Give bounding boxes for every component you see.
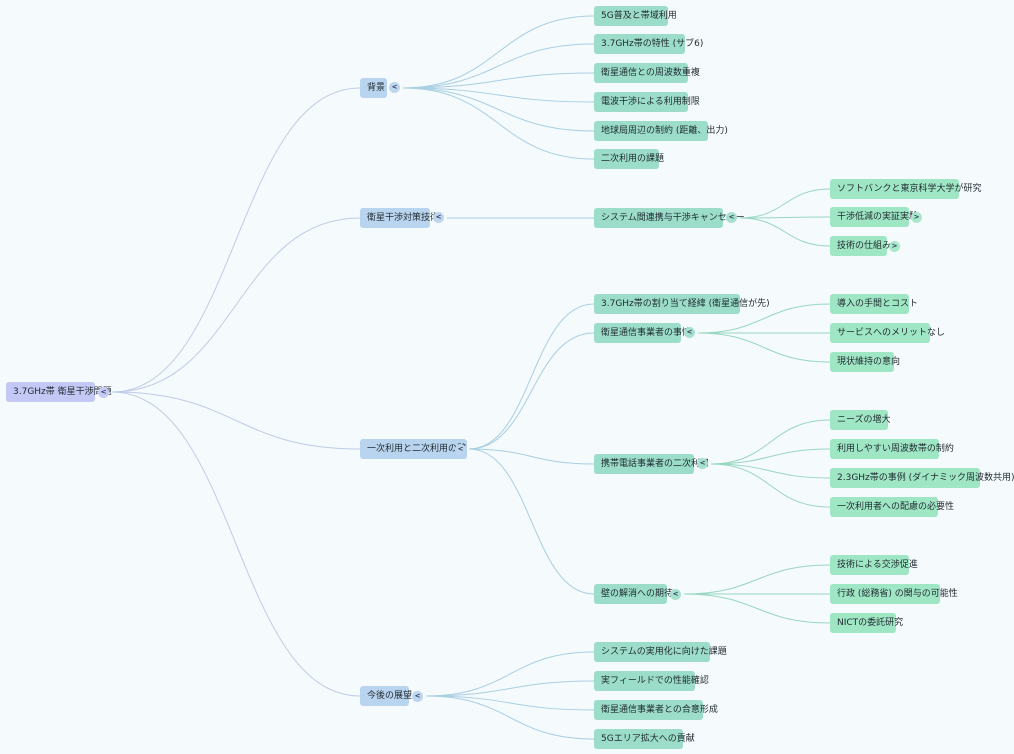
leaf-node[interactable]: 行政 (総務省) の関与の可能性 [830, 584, 958, 604]
collapse-toggle-icon[interactable]: < [433, 212, 444, 223]
collapse-toggle-icon[interactable]: < [670, 589, 681, 600]
connector-edge [683, 564, 831, 595]
mindmap-root-node[interactable]: 3.7GHz帯 衛星干渉問題 [6, 382, 112, 402]
branch-node-primary-secondary-wall[interactable]: 一次利用と二次利用の壁 [360, 439, 467, 459]
leaf-node[interactable]: 技術の仕組み [830, 236, 891, 256]
branch-node-future-outlook[interactable]: 今後の展望 [360, 686, 412, 706]
connector-edge [402, 87, 595, 103]
sub-branch-node[interactable]: システム間連携与干渉キャンセラー [594, 208, 745, 228]
leaf-node[interactable]: 地球局周辺の制約 (距離、出力) [594, 121, 728, 141]
leaf-node[interactable]: 技術による交渉促進 [830, 555, 918, 575]
leaf-node[interactable]: ニーズの増大 [830, 410, 891, 430]
connector-edge [425, 695, 595, 711]
connector-edge [402, 72, 595, 89]
connector-edge [468, 332, 595, 450]
leaf-node[interactable]: システムの実用化に向けた課題 [594, 642, 727, 662]
connector-edge [425, 695, 595, 740]
connector-edge [710, 448, 831, 465]
connector-edge [739, 188, 831, 219]
connector-edge [425, 680, 595, 697]
connector-edge [402, 87, 595, 160]
connector-edge [710, 463, 831, 479]
leaf-node[interactable]: 3.7GHz帯の特性 (サブ6) [594, 34, 703, 54]
connector-edge [111, 217, 361, 393]
connector-edge [402, 87, 595, 132]
leaf-node[interactable]: 3.7GHz帯の割り当て経緯 (衛星通信が先) [594, 294, 770, 314]
branch-node-background[interactable]: 背景 [360, 78, 387, 98]
connector-edge [425, 651, 595, 697]
collapse-toggle-icon[interactable]: < [726, 212, 737, 223]
connector-edge [683, 593, 831, 624]
connector-edge [710, 463, 831, 508]
connector-edge [710, 419, 831, 465]
leaf-node[interactable]: 現状維持の意向 [830, 352, 900, 372]
collapse-toggle-icon[interactable]: < [455, 444, 466, 455]
connector-edge [111, 87, 361, 393]
connector-edge [739, 217, 831, 247]
leaf-node[interactable]: 衛星通信との周波数重複 [594, 63, 700, 83]
leaf-node[interactable]: NICTの委託研究 [830, 613, 903, 633]
connector-edge [697, 303, 831, 334]
collapse-toggle-icon[interactable]: < [389, 82, 400, 93]
connector-edge [402, 43, 595, 89]
leaf-node[interactable]: 電波干渉による利用制限 [594, 92, 700, 112]
connector-edge [468, 448, 595, 595]
collapse-toggle-icon[interactable]: < [412, 691, 423, 702]
leaf-node[interactable]: 実フィールドでの性能確認 [594, 671, 709, 691]
connector-edge [468, 303, 595, 450]
leaf-node[interactable]: 一次利用者への配慮の必要性 [830, 497, 954, 517]
sub-branch-node[interactable]: 携帯電話事業者の二次利用 [594, 454, 709, 474]
sub-branch-node[interactable]: 壁の解消への期待 [594, 584, 673, 604]
connector-edge [697, 332, 831, 363]
branch-node-countermeasure-tech[interactable]: 衛星干渉対策技術 [360, 208, 439, 228]
collapse-toggle-icon[interactable]: < [684, 327, 695, 338]
connector-edge [739, 216, 831, 219]
leaf-node[interactable]: 干渉低減の実証実験 [830, 207, 918, 227]
leaf-node[interactable]: 利用しやすい周波数帯の制約 [830, 439, 954, 459]
sub-branch-node[interactable]: 衛星通信事業者の事情 [594, 323, 691, 343]
leaf-node[interactable]: 5G普及と帯域利用 [594, 6, 677, 26]
connector-edge [111, 391, 361, 697]
leaf-node[interactable]: 衛星通信事業者との合意形成 [594, 700, 718, 720]
leaf-node[interactable]: 導入の手間とコスト [830, 294, 918, 314]
collapse-toggle-icon[interactable]: < [98, 387, 109, 398]
leaf-node[interactable]: 2.3GHz帯の事例 (ダイナミック周波数共用) [830, 468, 1014, 488]
leaf-node[interactable]: 5Gエリア拡大への貢献 [594, 729, 695, 749]
connector-edge [111, 391, 361, 450]
connector-edge [402, 15, 595, 89]
leaf-node[interactable]: 二次利用の課題 [594, 149, 664, 169]
expand-toggle-icon[interactable]: > [911, 212, 922, 223]
connector-edge [468, 448, 595, 465]
expand-toggle-icon[interactable]: > [889, 241, 900, 252]
leaf-node[interactable]: ソフトバンクと東京科学大学が研究 [830, 179, 981, 199]
leaf-node[interactable]: サービスへのメリットなし [830, 323, 945, 343]
collapse-toggle-icon[interactable]: < [697, 458, 708, 469]
